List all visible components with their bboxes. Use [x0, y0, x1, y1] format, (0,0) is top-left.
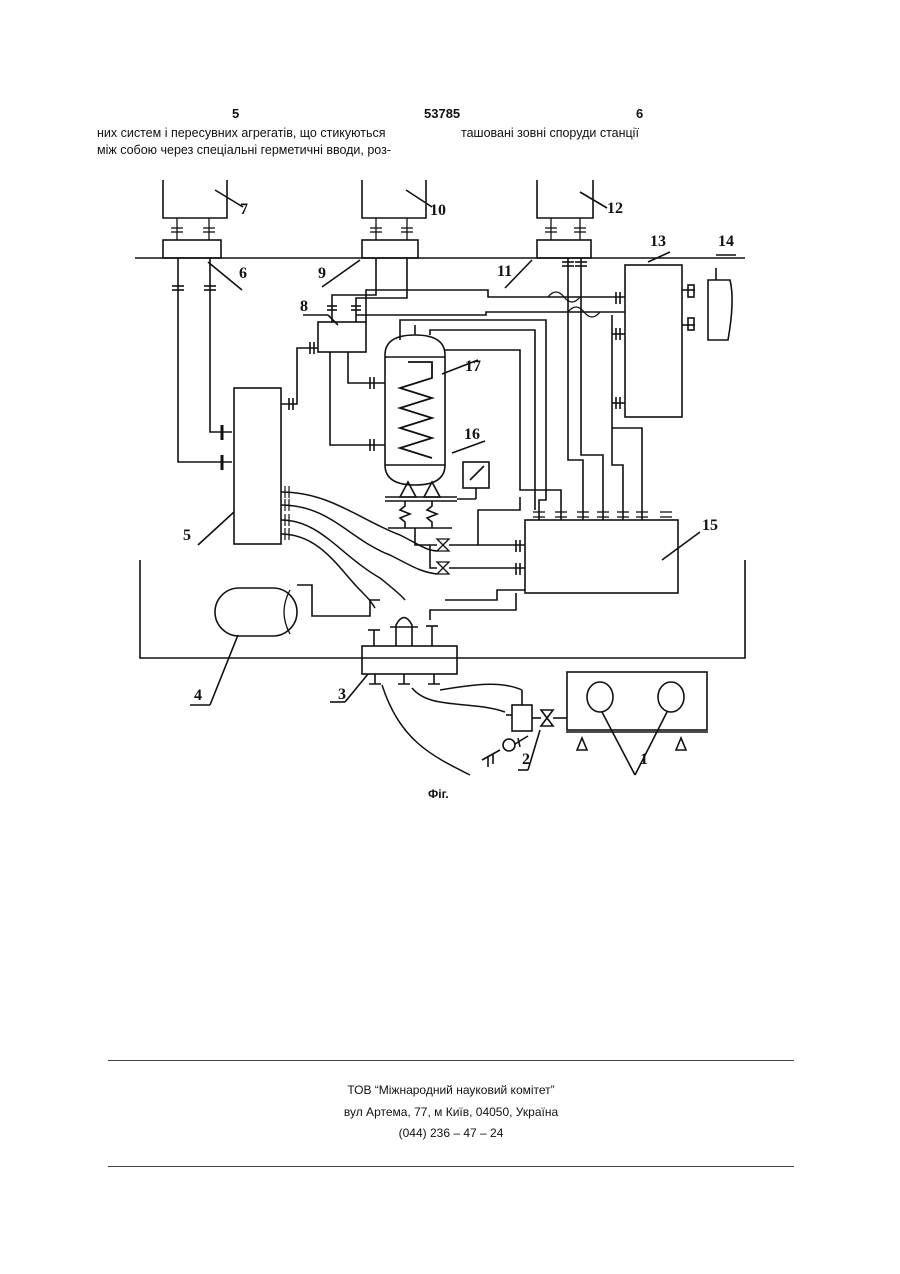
label-15: 15 — [702, 517, 718, 534]
label-11: 11 — [497, 263, 512, 280]
label-5: 5 — [183, 527, 191, 544]
label-12: 12 — [607, 200, 623, 217]
hermetic-input-6 — [163, 240, 221, 258]
label-1: 1 — [640, 751, 648, 768]
label-4: 4 — [194, 687, 202, 704]
label-6: 6 — [239, 265, 247, 282]
footer-organization: ТОВ “Міжнародний науковий комітет” — [108, 1083, 794, 1097]
footer-phone: (044) 236 – 47 – 24 — [108, 1126, 794, 1140]
label-3: 3 — [338, 686, 346, 703]
unit-8 — [318, 322, 366, 352]
unit-14 — [708, 280, 732, 340]
label-10: 10 — [430, 202, 446, 219]
unit-15 — [525, 520, 678, 593]
manifold-3 — [362, 646, 457, 674]
footer-divider-top — [108, 1060, 794, 1061]
label-9: 9 — [318, 265, 326, 282]
label-8: 8 — [300, 298, 308, 315]
figure-caption: Фіг. — [428, 787, 449, 801]
schematic-figure: 1 2 3 4 5 6 7 8 9 10 11 12 13 14 15 16 1… — [0, 0, 900, 830]
label-16: 16 — [464, 426, 480, 443]
label-7: 7 — [240, 201, 248, 218]
tank-4 — [215, 588, 297, 636]
label-13: 13 — [650, 233, 666, 250]
label-17: 17 — [465, 358, 481, 375]
unit-5 — [234, 388, 281, 544]
footer-address: вул Артема, 77, м Київ, 04050, Україна — [108, 1105, 794, 1119]
unit-13 — [625, 265, 682, 417]
hermetic-input-9 — [362, 240, 418, 258]
shelter-outline — [140, 560, 745, 658]
valve-2 — [512, 705, 532, 731]
label-14: 14 — [718, 233, 734, 250]
footer-divider-bottom — [108, 1166, 794, 1167]
label-2: 2 — [522, 751, 530, 768]
hermetic-input-11 — [537, 240, 591, 258]
unit-10 — [362, 180, 426, 218]
unit-12 — [537, 180, 593, 218]
unit-7 — [163, 180, 227, 218]
